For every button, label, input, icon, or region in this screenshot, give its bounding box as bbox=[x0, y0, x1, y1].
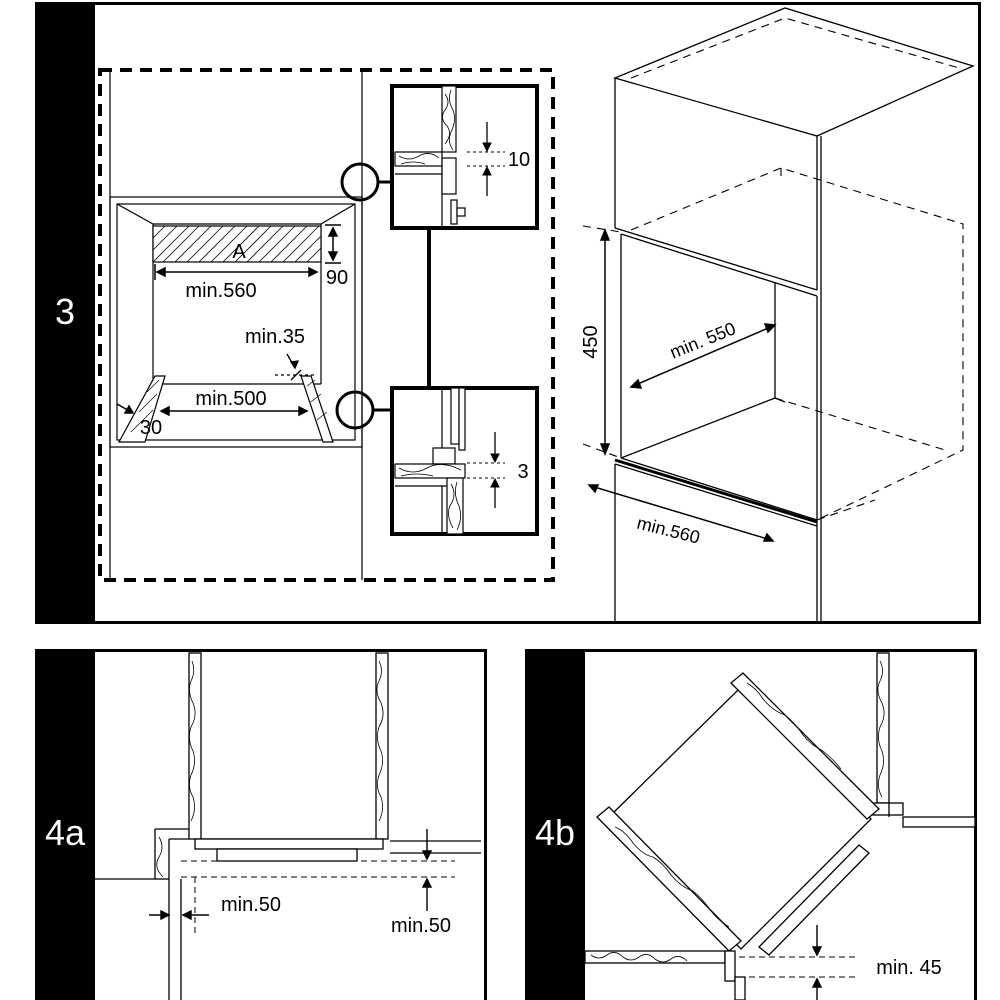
dim-arrow-min560 bbox=[154, 264, 319, 280]
step-band bbox=[35, 2, 95, 624]
dim-min50-front: min.50 bbox=[391, 915, 451, 937]
top-view-cabinet-4b bbox=[584, 652, 976, 1000]
dim-arrow-min50-side bbox=[149, 909, 209, 921]
panel-step-4a: 4a min.50 min.50 bbox=[35, 649, 487, 1000]
diagram-step-4a: 4a min.50 min.50 bbox=[35, 649, 487, 1000]
dim-arrow-min50-front bbox=[421, 829, 433, 911]
detail-box-bottom bbox=[390, 386, 539, 536]
isometric-cabinet bbox=[613, 7, 975, 622]
dim-arrow-90 bbox=[325, 224, 341, 264]
dim-10: 10 bbox=[508, 149, 530, 171]
dim-min560-front: min.560 bbox=[185, 280, 256, 302]
step-band bbox=[525, 649, 585, 1000]
dim-arrow-min45 bbox=[811, 925, 823, 1000]
step-band bbox=[35, 649, 95, 1000]
dim-arrow-450 bbox=[599, 227, 611, 457]
niche-front-view bbox=[109, 196, 363, 448]
panel-step-3: 3 A 90 min.560 min.35 bbox=[35, 2, 981, 624]
dim-30: 30 bbox=[140, 417, 162, 439]
diagram-step-3: 3 A 90 min.560 min.35 bbox=[35, 2, 981, 624]
dim-450: 450 bbox=[580, 325, 602, 358]
dim-arrow-min550 bbox=[629, 323, 777, 389]
hidden-lines-4a bbox=[181, 860, 455, 933]
step-number-3: 3 bbox=[55, 291, 75, 332]
dim-min500: min.500 bbox=[195, 388, 266, 410]
dim-90: 90 bbox=[326, 267, 348, 289]
area-label-a: A bbox=[232, 241, 246, 263]
detail-box-top bbox=[390, 84, 539, 230]
detail-connector bbox=[335, 162, 431, 430]
step-number-4b: 4b bbox=[535, 812, 575, 853]
dim-arrow-min35 bbox=[275, 353, 315, 381]
dim-arrow-min560-iso bbox=[587, 484, 775, 542]
step-number-4a: 4a bbox=[45, 812, 86, 853]
dim-arrow-30 bbox=[116, 403, 135, 414]
panel-frame bbox=[35, 649, 487, 1000]
dim-min45: min. 45 bbox=[876, 957, 942, 979]
dim-3: 3 bbox=[517, 461, 528, 483]
panel-step-4b: 4b min. 45 bbox=[525, 649, 977, 1000]
dim-arrow-min500 bbox=[159, 405, 309, 417]
top-view-cabinet-4a bbox=[95, 652, 481, 1000]
isometric-hidden-lines bbox=[582, 17, 964, 521]
cabinet-dashed-outline bbox=[98, 68, 555, 582]
dim-min50-side: min.50 bbox=[221, 894, 281, 916]
dim-min35: min.35 bbox=[245, 326, 305, 348]
diagram-step-4b: 4b min. 45 bbox=[525, 649, 977, 1000]
